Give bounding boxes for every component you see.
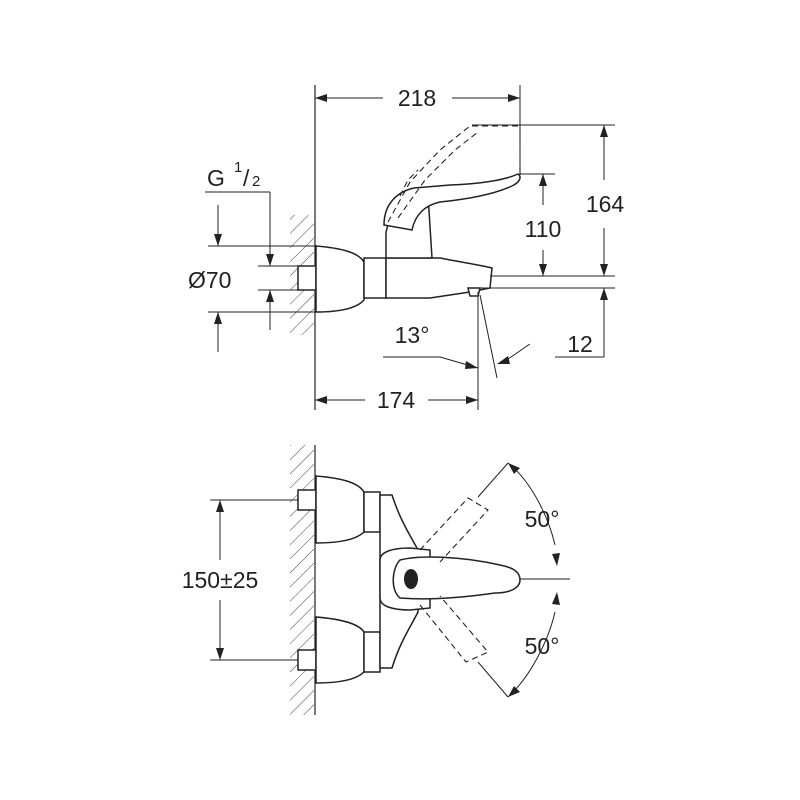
thread-label-main: G [207, 165, 225, 191]
lever-handle-side [383, 173, 521, 231]
dimension-centers: 150±25 [182, 499, 298, 661]
lever-handle-top [392, 556, 521, 600]
swing-down-label: 50° [525, 633, 560, 659]
top-view: 50° 50° 150±25 [182, 445, 570, 715]
height-overall-label: 164 [586, 191, 625, 217]
angle-spout-label: 13° [395, 322, 430, 348]
nipple-upper [297, 489, 317, 511]
arc-up-arrow-bottom [552, 553, 560, 566]
escutcheon-upper [315, 475, 365, 544]
thread-label-num: 1 [234, 159, 242, 176]
thread-label-slash: / [243, 165, 250, 191]
projection-label: 174 [377, 387, 416, 413]
dimension-174: 174 [315, 387, 478, 413]
angle-13: 13° [383, 292, 531, 410]
arc-down-arrow-bottom [508, 686, 520, 697]
spout-drop-label: 12 [567, 331, 593, 357]
nipple-side [297, 265, 317, 291]
dimension-diameter: Ø70 G 1 / 2 [188, 159, 316, 352]
nipple-lower [297, 649, 317, 671]
lever-indicator [404, 569, 418, 589]
wall-hatch-top [290, 445, 314, 715]
arc-down-arrow-top [552, 592, 560, 605]
escutcheon-side [315, 245, 365, 313]
lever-swung-up-dashed [419, 497, 489, 563]
connector-upper [363, 491, 381, 533]
axis-up [477, 462, 509, 498]
axis-down [477, 661, 509, 698]
lever-raised-dashed-3 [399, 169, 419, 197]
swing-up-label: 50° [525, 506, 560, 532]
arc-up [507, 462, 556, 546]
thread-label-den: 2 [252, 173, 260, 190]
thread-label: G 1 / 2 [207, 159, 260, 191]
connector-lower [363, 631, 381, 673]
escutcheon-lower [315, 616, 365, 684]
height-lever-label: 110 [525, 216, 562, 242]
dimension-12: 12 [480, 287, 615, 358]
dimension-110: 110 [520, 173, 562, 276]
dimension-218: 218 [315, 85, 521, 175]
width-overall-label: 218 [398, 85, 436, 111]
centers-label: 150±25 [182, 567, 259, 593]
lever-raised-dashed-2 [397, 131, 479, 219]
lever-swung-down-dashed [419, 595, 489, 663]
side-view: 218 164 110 12 [188, 85, 624, 413]
dimension-164: 164 [472, 124, 625, 277]
spout-body-side [385, 257, 493, 299]
arc-up-arrow-top [508, 463, 520, 474]
connector-block-side [363, 257, 387, 299]
diameter-label: Ø70 [188, 267, 231, 293]
